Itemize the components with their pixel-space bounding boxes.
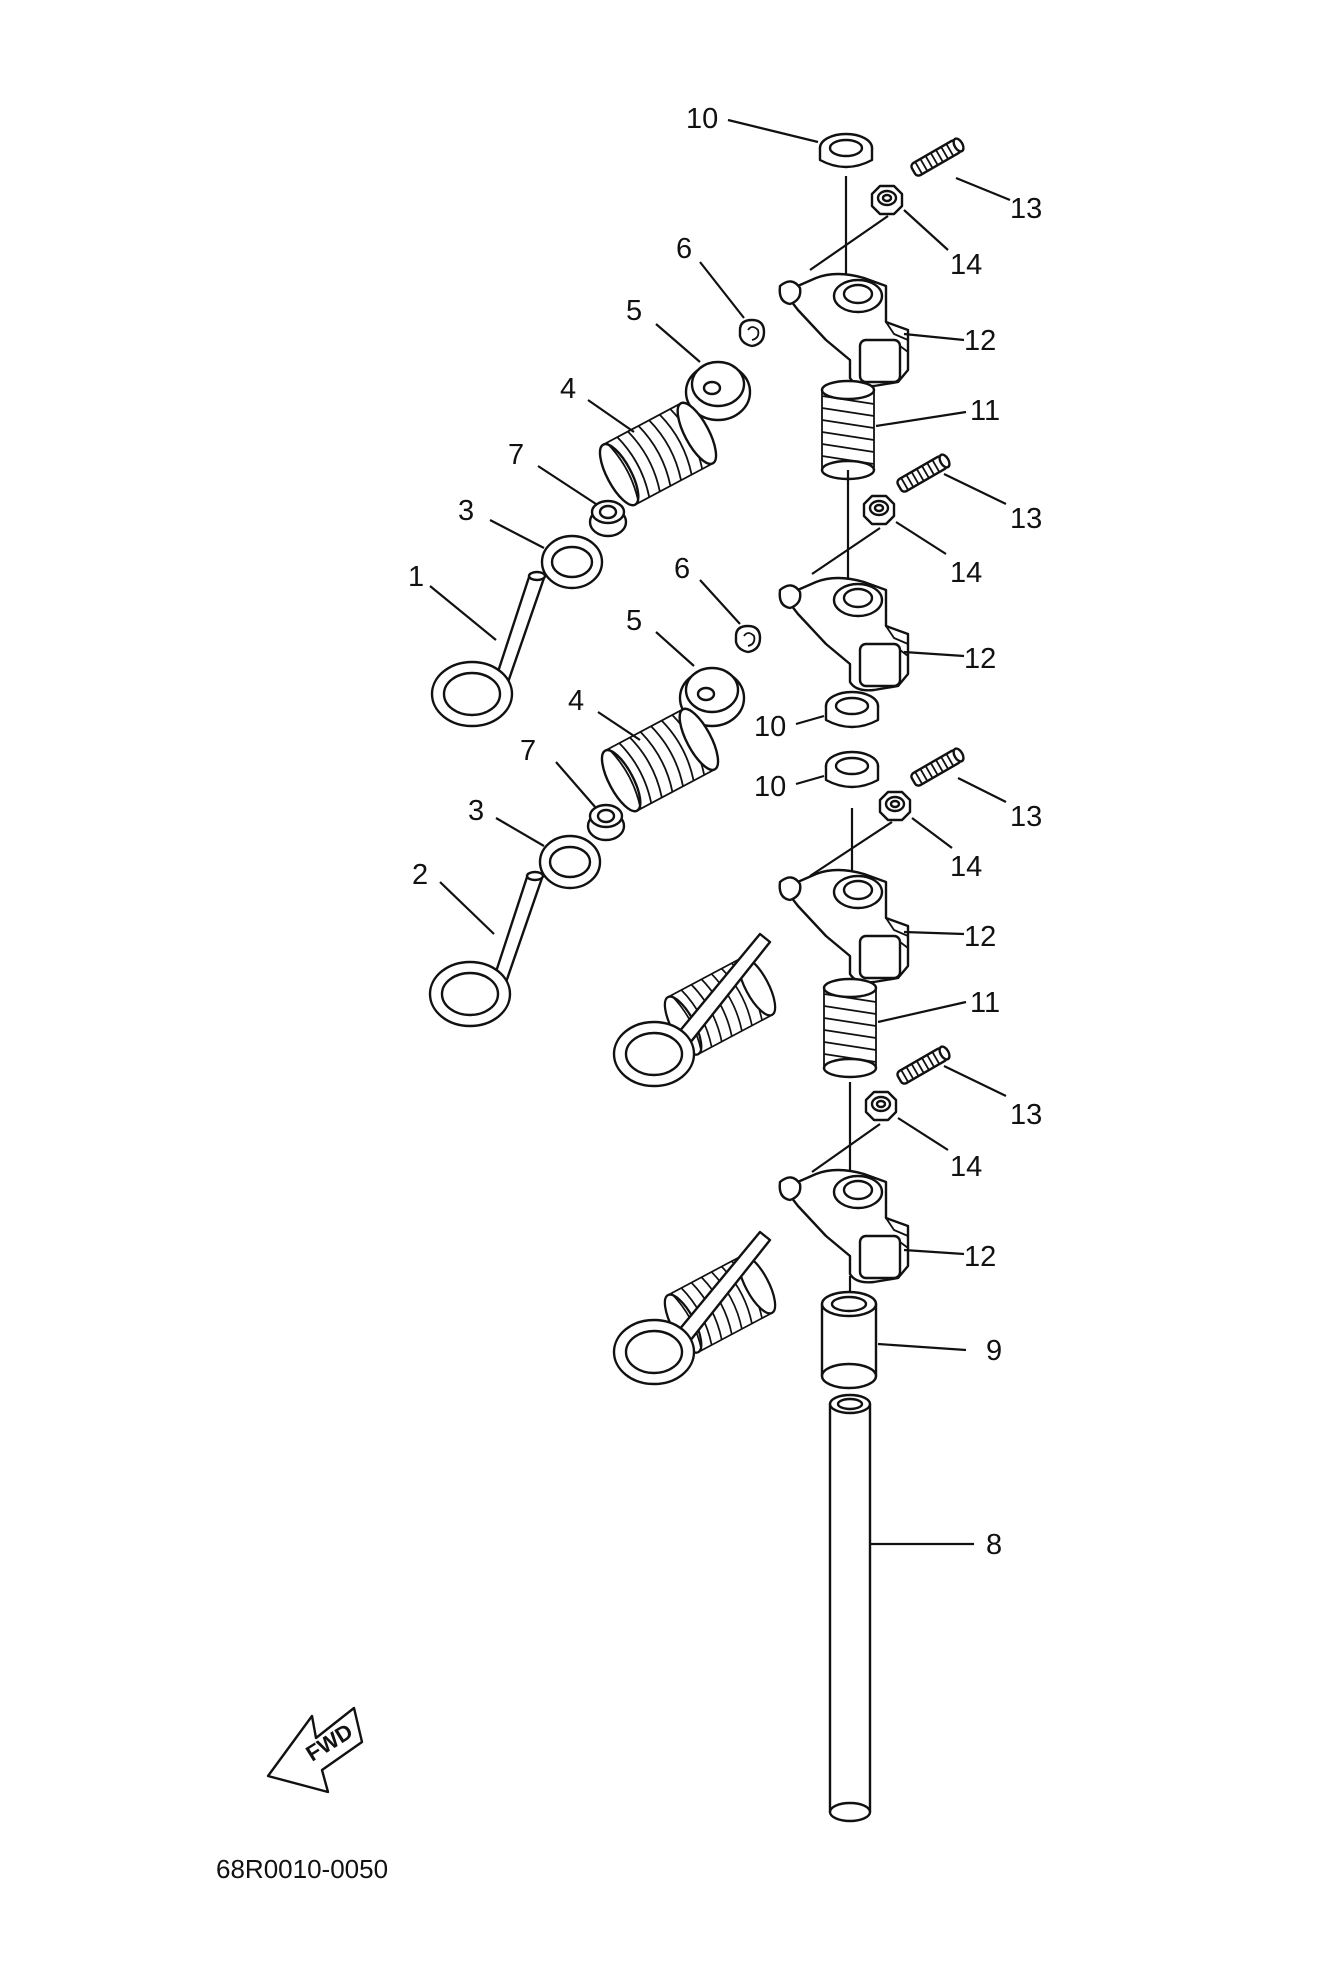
callout-10: 10: [754, 711, 786, 743]
exhaust-valve: [428, 870, 545, 1028]
lock-nut: [862, 494, 896, 526]
valve-cotter: [738, 318, 766, 348]
valve-stem-seal: [586, 803, 626, 842]
rocker-arm: [778, 576, 910, 692]
callout-7: 7: [508, 439, 524, 471]
adjusting-screw: [908, 135, 967, 179]
valve-spring-assembly: [614, 1232, 782, 1384]
callout-2: 2: [412, 859, 428, 891]
callout-5: 5: [626, 295, 642, 327]
spring-seat-washer: [538, 834, 602, 890]
rocker-arm: [778, 1168, 910, 1284]
push-rod: [828, 1393, 872, 1823]
callout-14: 14: [950, 1151, 982, 1183]
callout-3: 3: [458, 495, 474, 527]
rocker-shaft-collar: [824, 690, 880, 729]
callout-6: 6: [674, 553, 690, 585]
part-code: 68R0010-0050: [216, 1854, 388, 1884]
callout-4: 4: [568, 685, 584, 717]
callout-12: 12: [964, 921, 996, 953]
lock-nut: [864, 1090, 898, 1122]
valve-stem-seal: [588, 499, 628, 538]
rocker-spring: [820, 379, 876, 481]
intake-valve: [430, 570, 547, 728]
rocker-shaft-collar: [824, 750, 880, 789]
fwd-arrow-icon: FWD: [266, 1706, 364, 1794]
callout-6: 6: [676, 233, 692, 265]
callout-7: 7: [520, 735, 536, 767]
callout-1: 1: [408, 561, 424, 593]
callout-13: 13: [1010, 193, 1042, 225]
callout-5: 5: [626, 605, 642, 637]
callout-13: 13: [1010, 1099, 1042, 1131]
callout-12: 12: [964, 643, 996, 675]
rocker-spring: [822, 977, 878, 1079]
adjusting-screw: [908, 745, 967, 789]
rocker-shaft-collar: [818, 132, 874, 169]
adjusting-screw: [894, 451, 953, 495]
callout-14: 14: [950, 557, 982, 589]
callout-12: 12: [964, 1241, 996, 1273]
spring-seat-washer: [540, 534, 604, 590]
callout-10: 10: [754, 771, 786, 803]
callout-13: 13: [1010, 503, 1042, 535]
valve-cotter: [734, 624, 762, 654]
rocker-arm: [778, 868, 910, 984]
callout-12: 12: [964, 325, 996, 357]
rocker-arm: [778, 272, 910, 388]
adjusting-screw: [894, 1043, 953, 1087]
lock-nut: [870, 184, 904, 216]
callout-13: 13: [1010, 801, 1042, 833]
valve-lifter: [820, 1290, 878, 1390]
callout-4: 4: [560, 373, 576, 405]
callout-11: 11: [970, 395, 1000, 427]
callout-10: 10: [686, 103, 718, 135]
callout-9: 9: [986, 1335, 1002, 1367]
callout-14: 14: [950, 851, 982, 883]
callout-8: 8: [986, 1529, 1002, 1561]
valve-spring-assembly: [614, 934, 782, 1086]
callout-3: 3: [468, 795, 484, 827]
callout-14: 14: [950, 249, 982, 281]
callout-11: 11: [970, 987, 1000, 1019]
lock-nut: [878, 790, 912, 822]
